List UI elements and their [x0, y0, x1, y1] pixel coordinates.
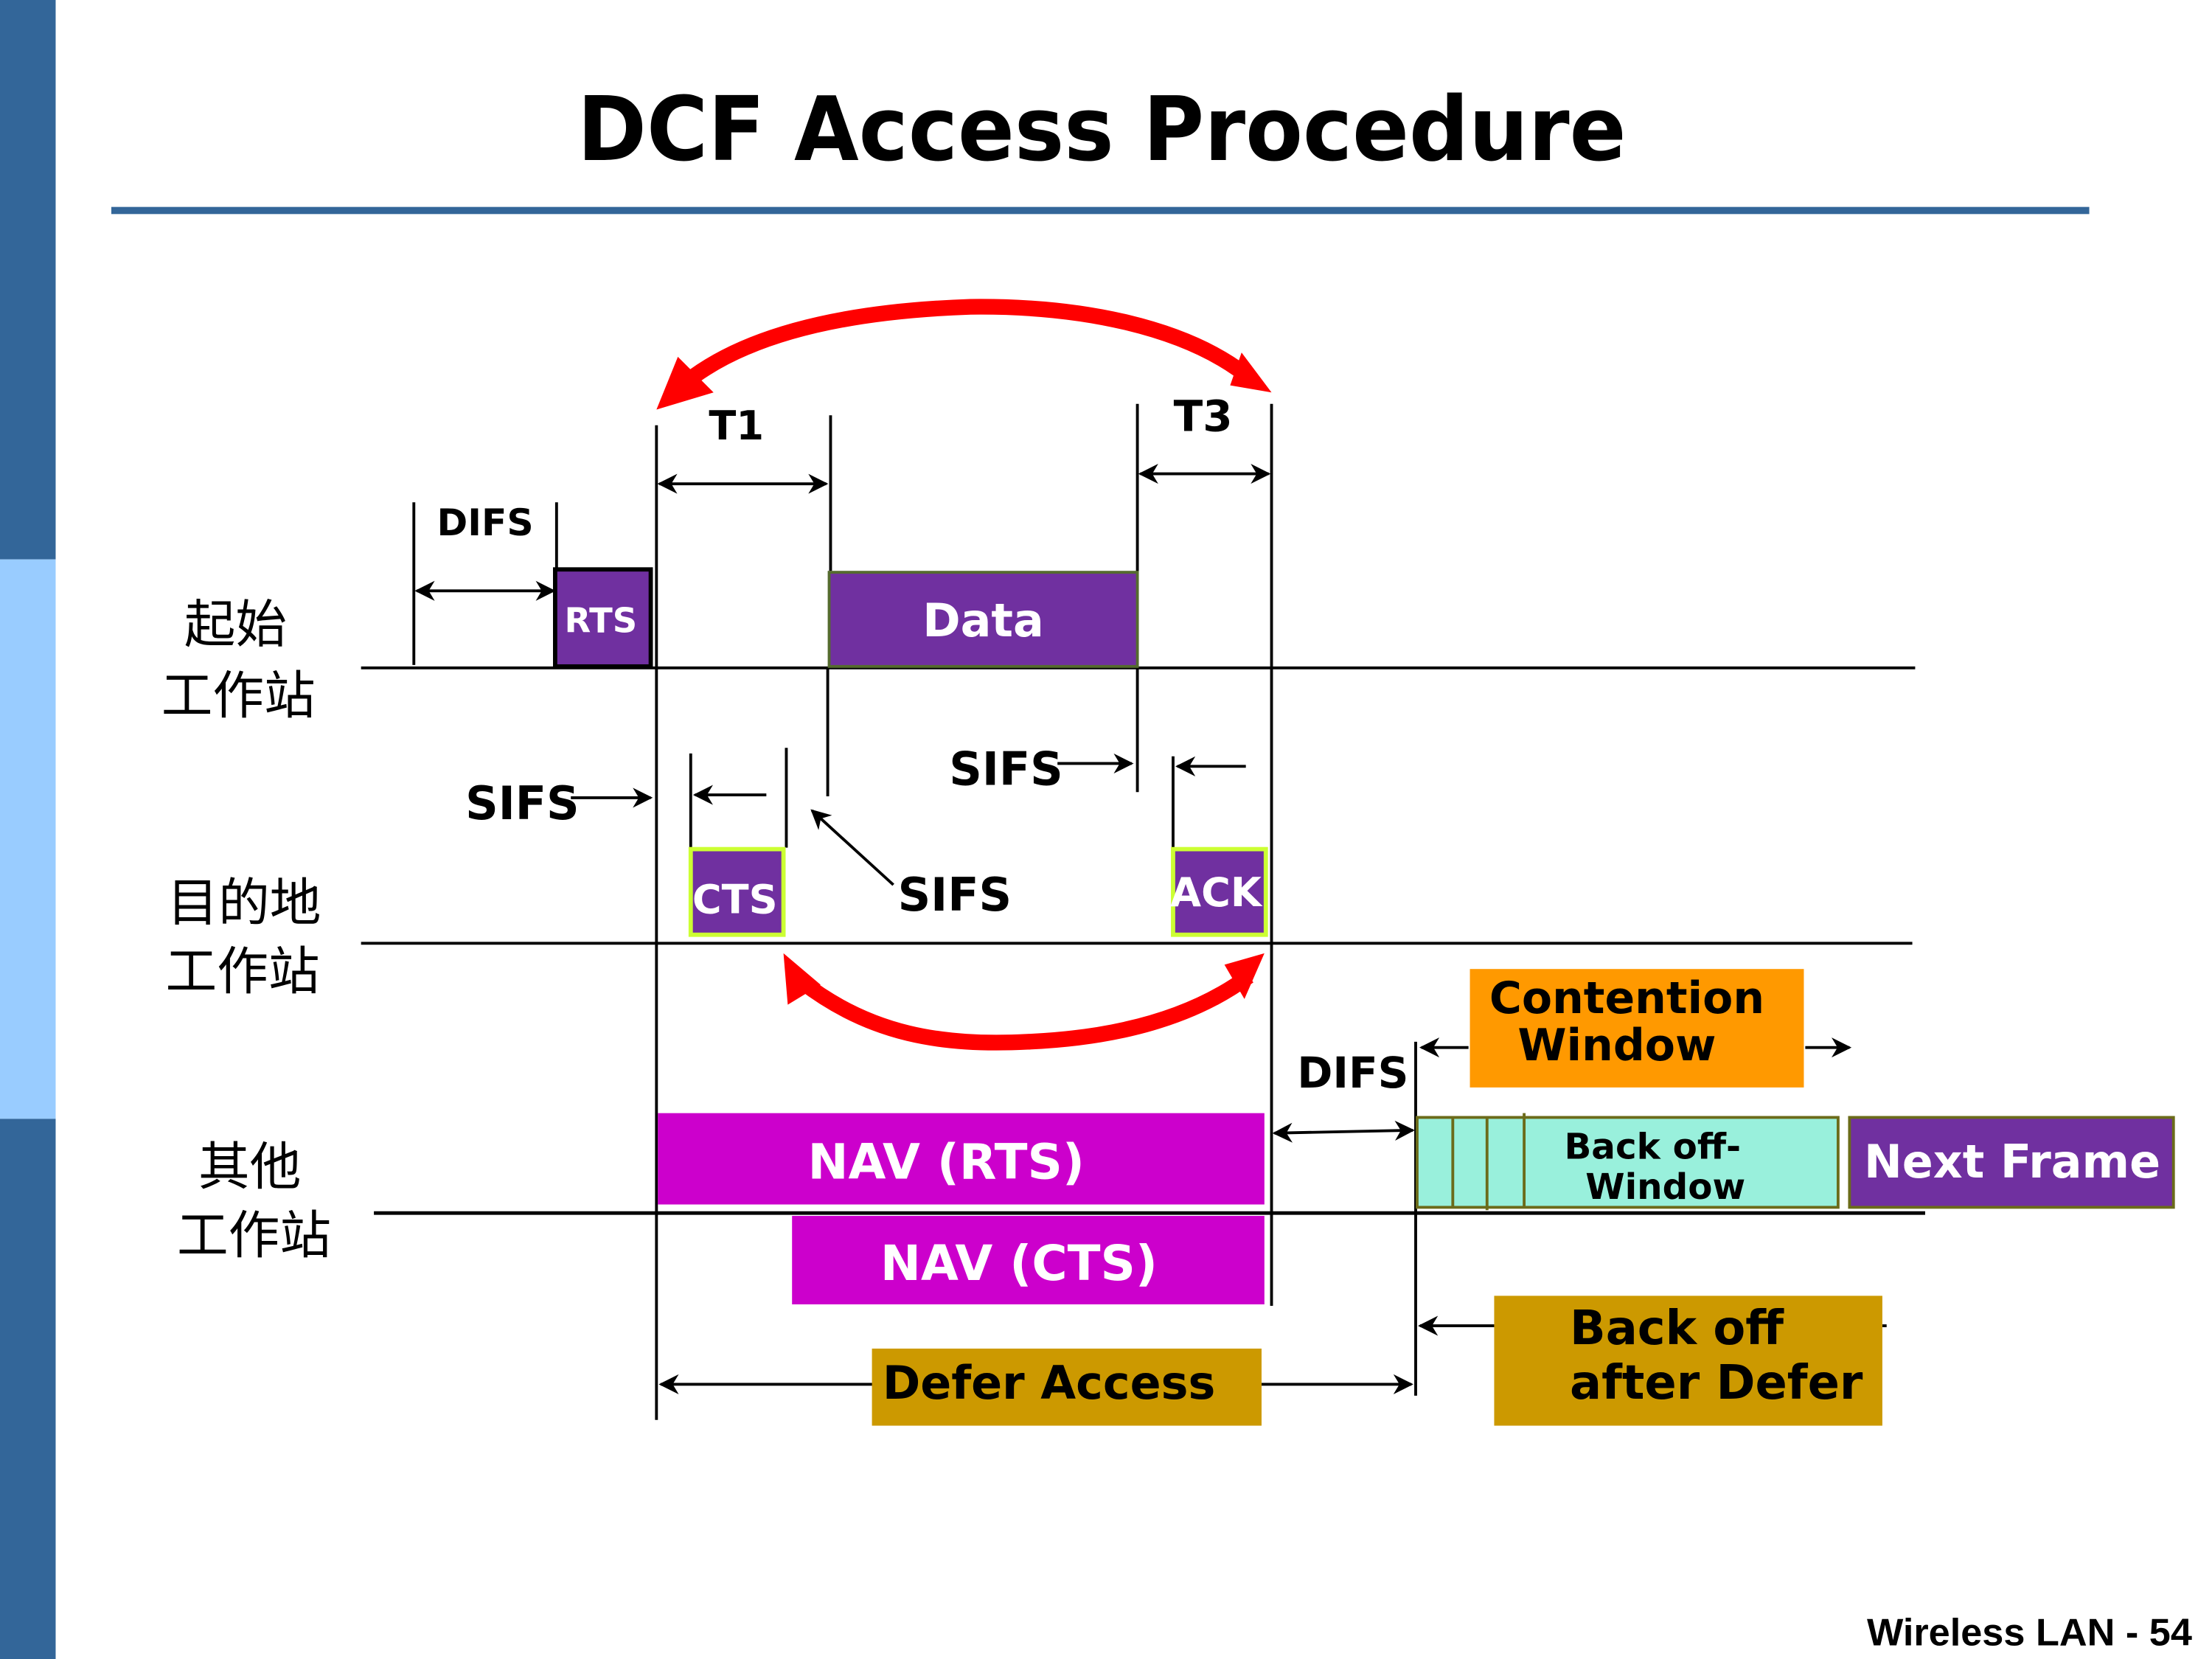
svg-text:after Defer: after Defer [1570, 1356, 1863, 1411]
svg-text:工作站: 工作站 [177, 1206, 331, 1265]
t3-label: T3 [1174, 392, 1233, 442]
svg-text:目的地: 目的地 [167, 873, 321, 933]
station-label-other: 其他 工作站 [177, 1137, 331, 1265]
svg-text:其他: 其他 [198, 1137, 301, 1197]
t1-label: T1 [709, 403, 764, 449]
nav-rts-bar: NAV (RTS) [658, 1113, 1265, 1205]
svg-text:ACK: ACK [1170, 869, 1263, 916]
sifs-left-label: SIFS [465, 777, 580, 830]
sifs-middle-label: SIFS [898, 869, 1012, 922]
difs-bottom-arrow [1272, 1120, 1415, 1143]
svg-text:工作站: 工作站 [161, 667, 316, 726]
slide-footer: Wireless LAN - 54 [1867, 1612, 2192, 1655]
svg-text:NAV (RTS): NAV (RTS) [807, 1134, 1084, 1191]
svg-text:RTS: RTS [564, 600, 637, 640]
data-frame: Data [827, 571, 1139, 668]
difs-top-label: DIFS [437, 501, 534, 544]
sidebar-band-middle [0, 559, 56, 1119]
svg-text:起始: 起始 [184, 595, 287, 655]
sidebar-band-top [0, 0, 56, 560]
sifs-right-label: SIFS [949, 743, 1063, 796]
svg-text:Window: Window [1585, 1166, 1745, 1208]
slide-title: DCF Access Procedure [577, 79, 1627, 181]
defer-access-box: Defer Access [872, 1349, 1262, 1426]
svg-text:Next Frame: Next Frame [1864, 1135, 2160, 1189]
backoff-window-box: Back off- Window [1416, 1113, 1840, 1211]
nav-cts-bar: NAV (CTS) [792, 1216, 1265, 1305]
svg-text:CTS: CTS [692, 877, 778, 923]
sidebar-decoration [0, 0, 56, 1659]
svg-text:Defer Access: Defer Access [883, 1357, 1215, 1410]
svg-text:Window: Window [1517, 1020, 1716, 1071]
contention-window-box: Contention Window [1470, 969, 1804, 1088]
svg-text:工作站: 工作站 [166, 942, 320, 1001]
station-label-destination: 目的地 工作站 [166, 873, 321, 1001]
cts-frame: CTS [688, 846, 786, 937]
svg-text:Back off-: Back off- [1564, 1127, 1741, 1168]
rts-frame: RTS [553, 567, 653, 669]
svg-text:Back off: Back off [1570, 1301, 1784, 1356]
sifs-middle-pointer [810, 809, 894, 886]
svg-text:NAV (CTS): NAV (CTS) [880, 1235, 1158, 1292]
sidebar-band-bottom [0, 1119, 56, 1659]
title-divider [111, 206, 2090, 215]
red-arc-arrow-bottom [783, 953, 1265, 1051]
svg-text:Data: Data [922, 594, 1044, 647]
svg-text:Contention: Contention [1489, 973, 1764, 1024]
backoff-after-defer-box: Back off after Defer [1494, 1295, 1882, 1426]
difs-bottom-label: DIFS [1297, 1048, 1408, 1098]
ack-frame: ACK [1170, 846, 1268, 937]
next-frame-box: Next Frame [1848, 1116, 2175, 1209]
red-arc-arrow-top [656, 299, 1272, 410]
station-label-source: 起始 工作站 [161, 595, 316, 726]
